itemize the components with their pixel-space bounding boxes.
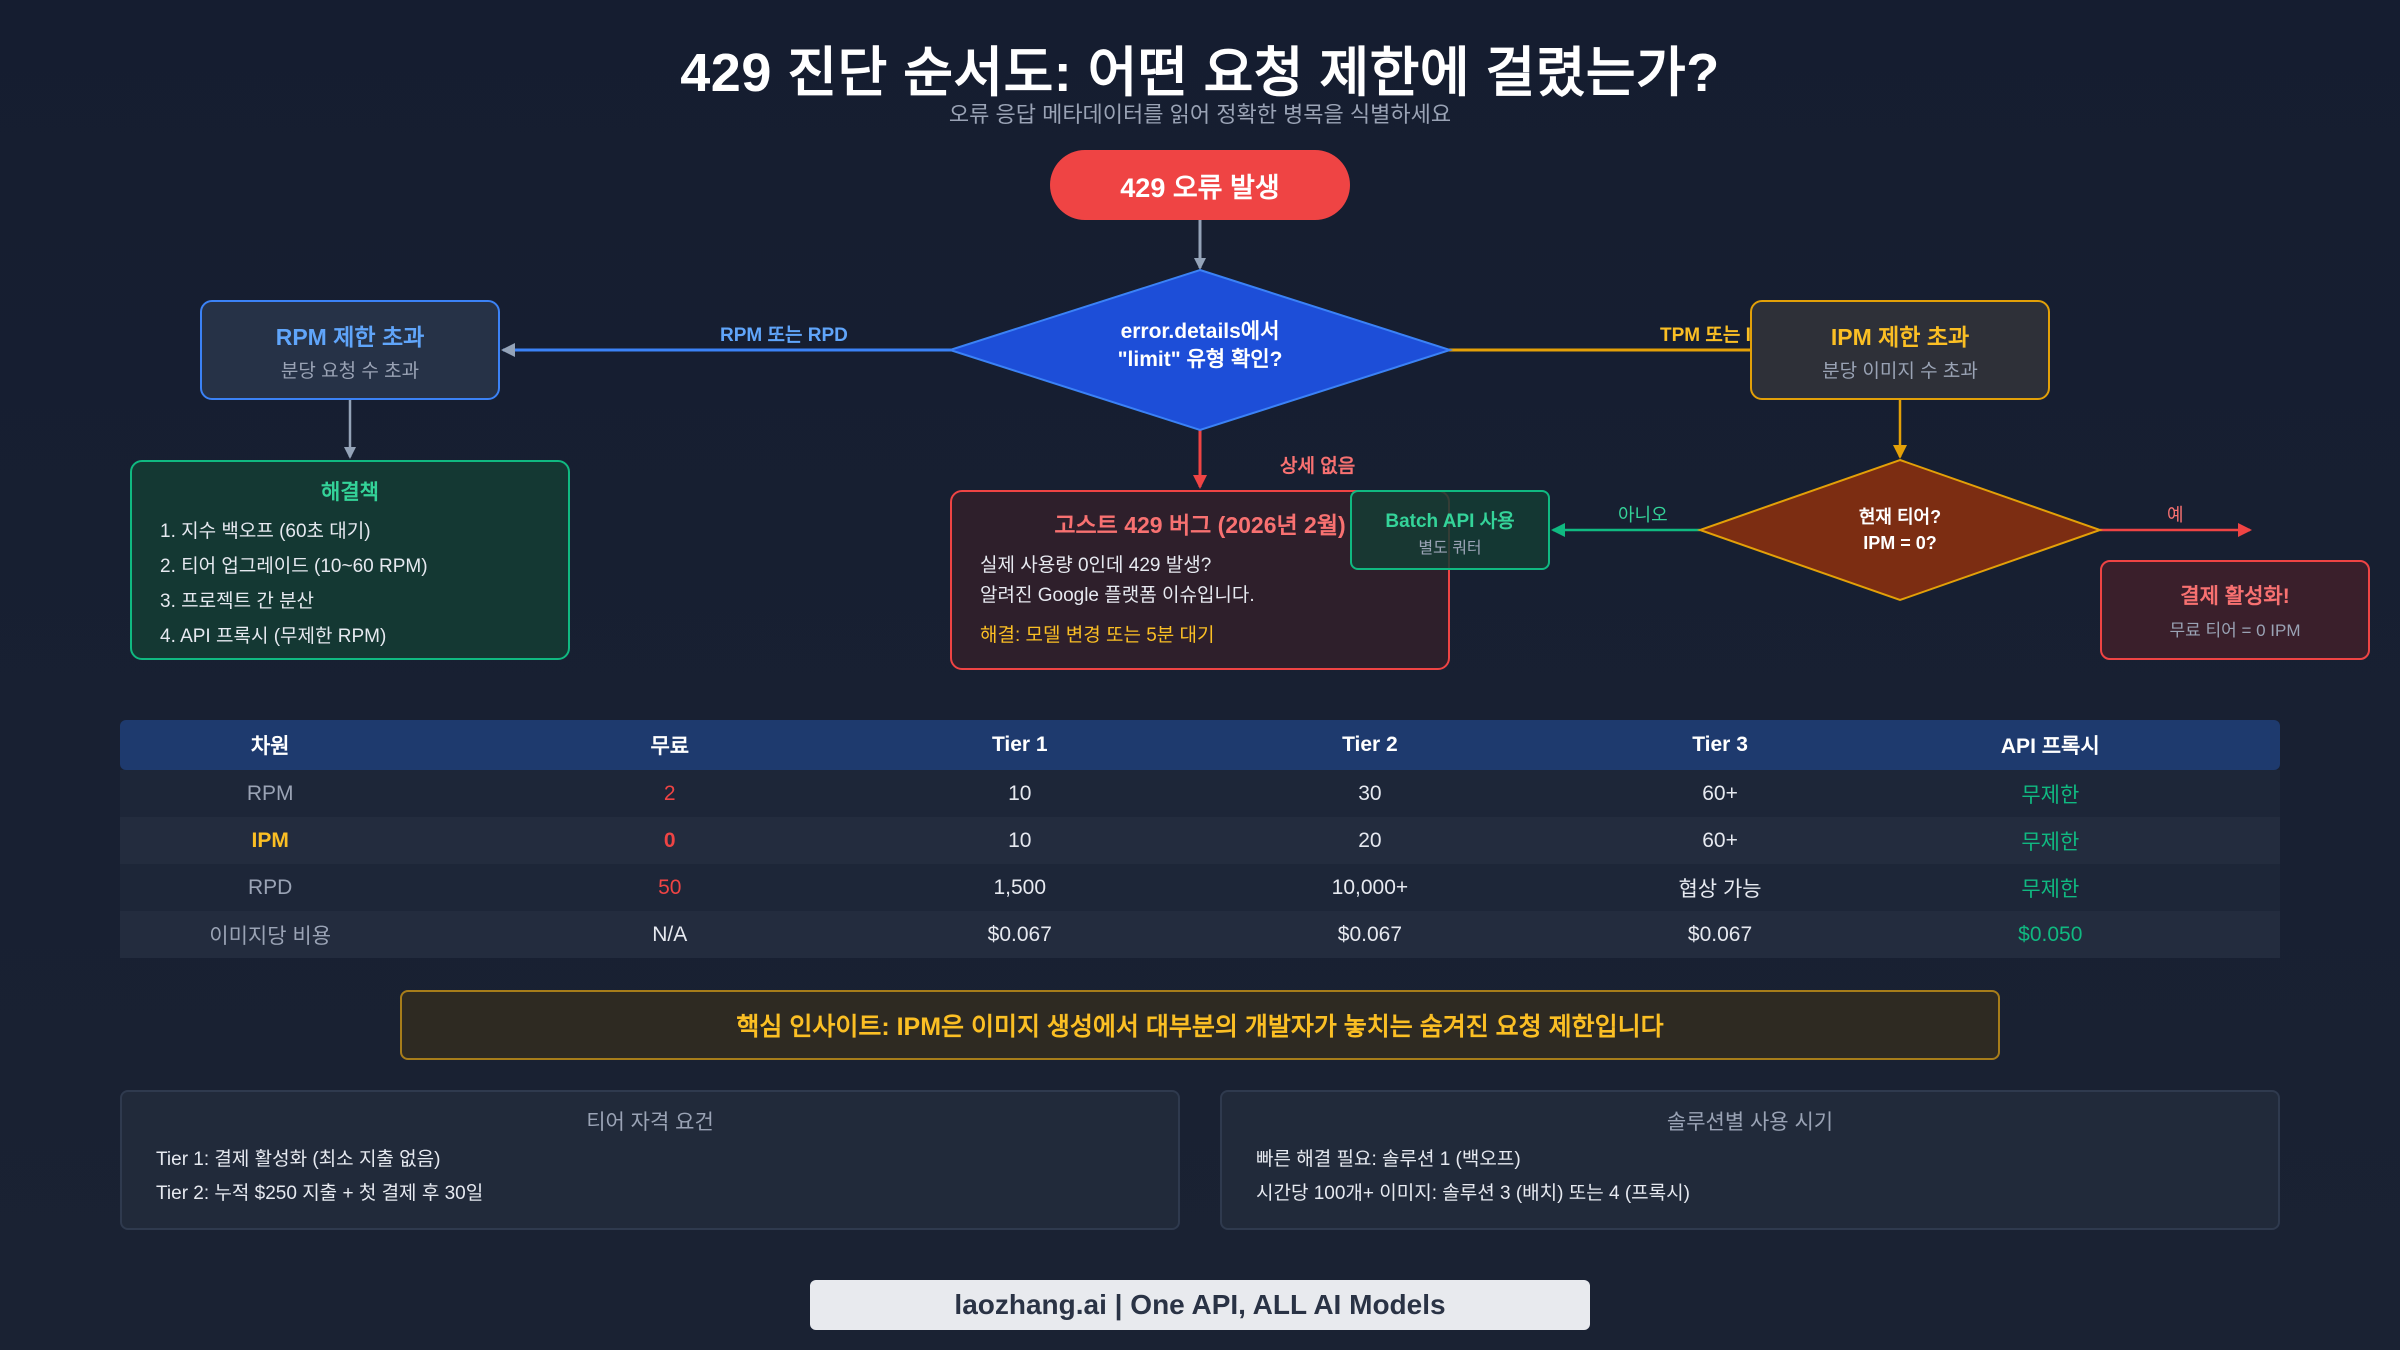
col-header: API 프록시 <box>1820 720 2280 770</box>
decision-limit-text: error.details에서 "limit" 유형 확인? <box>1050 318 1350 374</box>
ghost-line-1: 실제 사용량 0인데 429 발생? <box>980 555 1212 576</box>
table-cell: $0.067 <box>1619 911 1821 958</box>
billing-title: 결제 활성화! <box>2180 585 2290 608</box>
col-header: 차원 <box>120 720 421 770</box>
solution-panel-line: 빠른 해결 필요: 솔루션 1 (백오프) <box>1256 1149 1521 1170</box>
batch-subtitle: 별도 쿼터 <box>1418 540 1482 557</box>
table-row: 이미지당 비용 N/A $0.067 $0.067 $0.067 $0.050 <box>120 911 2280 958</box>
table-cell: 10 <box>919 770 1121 817</box>
ghost-title: 고스트 429 버그 (2026년 2월) <box>1054 512 1346 538</box>
table-cell: 10 <box>919 817 1121 864</box>
decision-tier <box>1696 458 2104 602</box>
col-header: Tier 3 <box>1619 720 1821 770</box>
rpm-box-title: RPM 제한 초과 <box>275 324 425 350</box>
key-insight-text: 핵심 인사이트: IPM은 이미지 생성에서 대부분의 개발자가 놓치는 숨겨진… <box>736 1013 1664 1041</box>
ghost-fix: 해결: 모델 변경 또는 5분 대기 <box>980 625 1215 646</box>
table-cell: 0 <box>420 817 920 864</box>
solution-timing-panel: 솔루션별 사용 시기 빠른 해결 필요: 솔루션 1 (백오프) 시간당 100… <box>1220 1090 2280 1230</box>
solution-item: 1. 지수 백오프 (60초 대기) <box>160 521 371 542</box>
table-cell: 무제한 <box>1820 864 2280 911</box>
footer-brand: laozhang.ai | One API, ALL AI Models <box>810 1280 1590 1330</box>
edge-label-no: 아니오 <box>1618 505 1668 525</box>
billing-activate-box: 결제 활성화! 무료 티어 = 0 IPM <box>2100 560 2370 660</box>
edge-label-yes: 예 <box>2167 505 2184 525</box>
batch-title: Batch API 사용 <box>1385 511 1515 532</box>
solutions-title: 해결책 <box>321 481 379 504</box>
table-cell: 무제한 <box>1820 770 2280 817</box>
table-cell: 2 <box>420 770 920 817</box>
table-cell: $0.050 <box>1820 911 2280 958</box>
start-node-429: 429 오류 발생 <box>1050 150 1350 220</box>
ipm-limit-box: IPM 제한 초과 분당 이미지 수 초과 <box>1750 300 2050 400</box>
table-cell: 10,000+ <box>1120 864 1620 911</box>
page-subtitle: 오류 응답 메타데이터를 읽어 정확한 병목을 식별하세요 <box>948 102 1452 127</box>
flowchart-connectors <box>344 220 2252 602</box>
start-label: 429 오류 발생 <box>1120 172 1280 203</box>
billing-subtitle: 무료 티어 = 0 IPM <box>2169 621 2301 640</box>
table-cell: 30 <box>1120 770 1620 817</box>
table-cell: RPM <box>120 770 421 817</box>
table-row: RPD 50 1,500 10,000+ 협상 가능 무제한 <box>120 864 2280 911</box>
table-cell: $0.067 <box>1120 911 1620 958</box>
table-cell: 협상 가능 <box>1619 864 1821 911</box>
solution-item: 3. 프로젝트 간 분산 <box>160 591 315 612</box>
rpm-limit-box: RPM 제한 초과 분당 요청 수 초과 <box>200 300 500 400</box>
ipm-box-title: IPM 제한 초과 <box>1830 324 1970 350</box>
table-row: IPM 0 10 20 60+ 무제한 <box>120 817 2280 864</box>
edge-label-tpm: TPM 또는 IPM <box>1660 325 1780 346</box>
page-title: 429 진단 순서도: 어떤 요청 제한에 걸렸는가? <box>680 43 1720 103</box>
solution-item: 4. API 프록시 (무제한 RPM) <box>160 626 387 647</box>
decision-tier-text: 현재 티어? IPM = 0? <box>1780 504 2020 556</box>
key-insight-banner: 핵심 인사이트: IPM은 이미지 생성에서 대부분의 개발자가 놓치는 숨겨진… <box>400 990 2000 1060</box>
table-cell: 50 <box>420 864 920 911</box>
tier-panel-title: 티어 자격 요건 <box>586 1111 714 1134</box>
solutions-box: 해결책 1. 지수 백오프 (60초 대기) 2. 티어 업그레이드 (10~6… <box>130 460 570 660</box>
solution-item: 2. 티어 업그레이드 (10~60 RPM) <box>160 556 428 577</box>
table-cell: 이미지당 비용 <box>120 911 421 958</box>
table-cell: RPD <box>120 864 421 911</box>
decision-limit-line1: error.details에서 <box>1120 320 1280 343</box>
table-cell: 무제한 <box>1820 817 2280 864</box>
solution-panel-line: 시간당 100개+ 이미지: 솔루션 3 (배치) 또는 4 (프록시) <box>1256 1183 1690 1204</box>
table-cell: 60+ <box>1619 817 1821 864</box>
decision-limit-type <box>946 268 1454 432</box>
table-cell: $0.067 <box>919 911 1121 958</box>
ghost-line-2: 알려진 Google 플랫폼 이슈입니다. <box>980 585 1255 606</box>
ipm-box-subtitle: 분당 이미지 수 초과 <box>1822 361 1978 382</box>
edge-label-none: 상세 없음 <box>1280 456 1356 477</box>
decision-limit-line2: "limit" 유형 확인? <box>1117 348 1283 371</box>
table-cell: IPM <box>120 817 421 864</box>
col-header: Tier 2 <box>1120 720 1620 770</box>
footer-text: laozhang.ai | One API, ALL AI Models <box>954 1289 1446 1320</box>
tier-comparison-table: 차원 무료 Tier 1 Tier 2 Tier 3 API 프록시 RPM 2… <box>120 720 2280 958</box>
decision-tier-line1: 현재 티어? <box>1858 507 1942 527</box>
table-cell: N/A <box>420 911 920 958</box>
tier-requirements-panel: 티어 자격 요건 Tier 1: 결제 활성화 (최소 지출 없음) Tier … <box>120 1090 1180 1230</box>
decision-tier-line2: IPM = 0? <box>1863 533 1937 553</box>
edge-label-rpm: RPM 또는 RPD <box>720 325 848 346</box>
col-header: 무료 <box>420 720 920 770</box>
table-cell: 1,500 <box>919 864 1121 911</box>
table-cell: 60+ <box>1619 770 1821 817</box>
solutions-list: 1. 지수 백오프 (60초 대기) 2. 티어 업그레이드 (10~60 RP… <box>160 514 428 654</box>
col-header: Tier 1 <box>919 720 1121 770</box>
table-header-row: 차원 무료 Tier 1 Tier 2 Tier 3 API 프록시 <box>120 720 2280 770</box>
rpm-box-subtitle: 분당 요청 수 초과 <box>280 361 420 382</box>
tier-panel-line: Tier 2: 누적 $250 지출 + 첫 결제 후 30일 <box>156 1183 484 1204</box>
table-row: RPM 2 10 30 60+ 무제한 <box>120 770 2280 817</box>
tier-panel-line: Tier 1: 결제 활성화 (최소 지출 없음) <box>156 1149 441 1170</box>
batch-api-box: Batch API 사용 별도 쿼터 <box>1350 490 1550 570</box>
solution-panel-title: 솔루션별 사용 시기 <box>1666 1111 1834 1134</box>
table-cell: 20 <box>1120 817 1620 864</box>
